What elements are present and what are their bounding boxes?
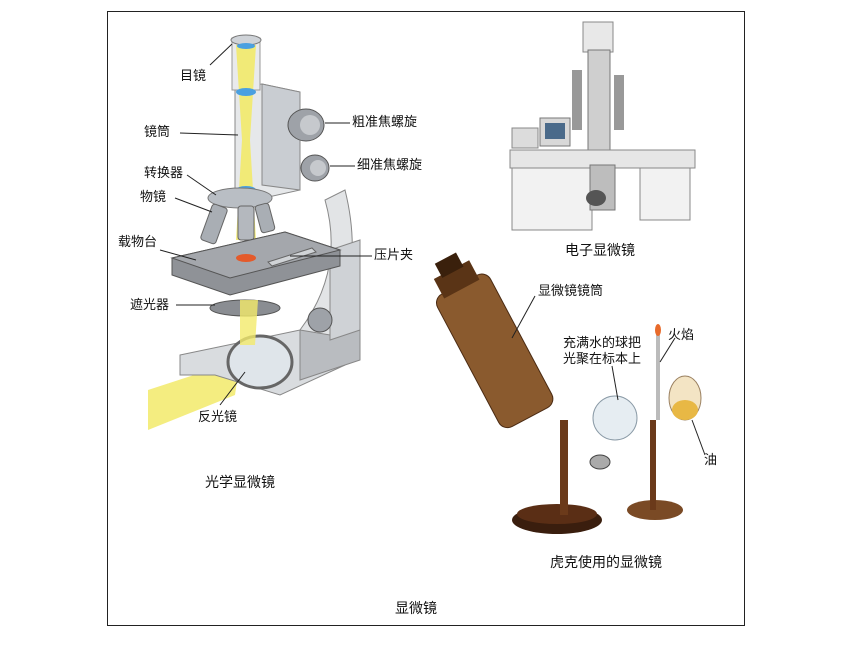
label-stage-clip: 压片夹: [374, 248, 414, 263]
label-oil: 油: [704, 453, 718, 468]
label-flame: 火焰: [668, 328, 695, 343]
label-diaphragm: 遮光器: [130, 298, 170, 313]
optical-microscope: [148, 34, 372, 430]
label-objective: 物镜: [140, 190, 167, 205]
caption-hooke: 虎克使用的显微镜: [550, 555, 662, 571]
caption-electron: 电子显微镜: [565, 243, 635, 259]
label-fine-adjustment: 细准焦螺旋: [357, 158, 423, 173]
label-mirror: 反光镜: [198, 410, 238, 425]
label-water-line1: 充满水的球把: [563, 336, 642, 351]
optical-leader-lines: [159, 43, 372, 406]
figure-frame: [107, 11, 745, 626]
label-stage: 载物台: [118, 235, 158, 250]
figure-caption: 显微镜: [395, 601, 437, 617]
label-hooke-tube: 显微镜镜筒: [538, 284, 604, 299]
mirror: [226, 334, 294, 390]
stage-clip: [267, 247, 317, 267]
light-beam-in: [148, 360, 240, 430]
label-tube: 镜筒: [144, 125, 171, 140]
hooke-leader-lines: [511, 295, 706, 456]
hooke-microscope: [433, 252, 706, 534]
label-eyepiece: 目镜: [180, 69, 207, 84]
electron-microscope: [509, 21, 696, 231]
label-coarse-adjustment: 粗准焦螺旋: [352, 115, 418, 130]
caption-optical: 光学显微镜: [205, 475, 275, 491]
water-ball: [592, 395, 638, 441]
label-water-line2: 光聚在标本上: [563, 352, 642, 367]
label-nosepiece: 转换器: [144, 166, 184, 181]
